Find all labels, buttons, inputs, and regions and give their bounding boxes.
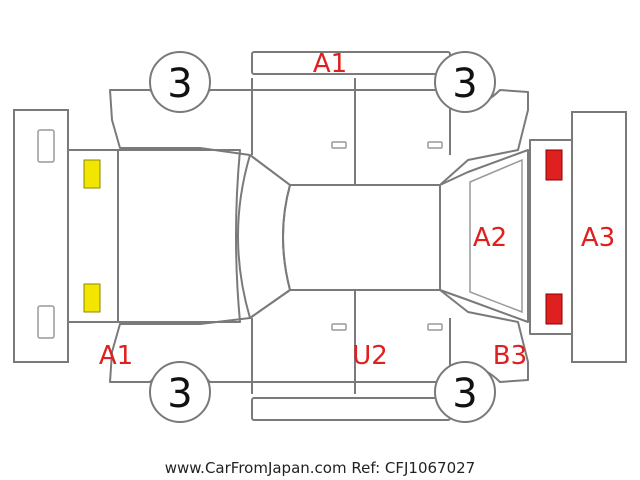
tailgate-panel [529,139,573,335]
damage-code-rear-window: A2 [473,223,507,253]
footer-reference: www.CarFromJapan.com Ref: CFJ1067027 [165,459,475,477]
wheel-front-right-number: 3 [452,61,477,107]
damage-code-top-door: A1 [313,49,347,79]
wheel-rear-right: 3 [434,361,496,423]
wheel-rear-left-number: 3 [167,371,192,417]
wheel-front-right: 3 [434,51,496,113]
roof [282,184,441,291]
top-side-strip [251,51,451,75]
fog-light-top-marker [83,159,101,189]
wheel-front-left: 3 [149,51,211,113]
damage-code-bottom-door: U2 [352,341,388,371]
tail-light-bottom-marker [545,293,563,325]
bottom-side-strip [251,397,451,421]
tail-light-top-marker [545,149,563,181]
wheel-front-left-number: 3 [167,61,192,107]
damage-code-rear-bumper: A3 [581,223,615,253]
wheel-rear-right-number: 3 [452,371,477,417]
rear-window [439,149,529,323]
hood [67,149,241,323]
fog-light-bottom-marker [83,283,101,313]
damage-code-front-left-bumper: A1 [99,341,133,371]
damage-code-rear-quarter: B3 [493,341,527,371]
wheel-rear-left: 3 [149,361,211,423]
front-bumper [13,109,69,363]
